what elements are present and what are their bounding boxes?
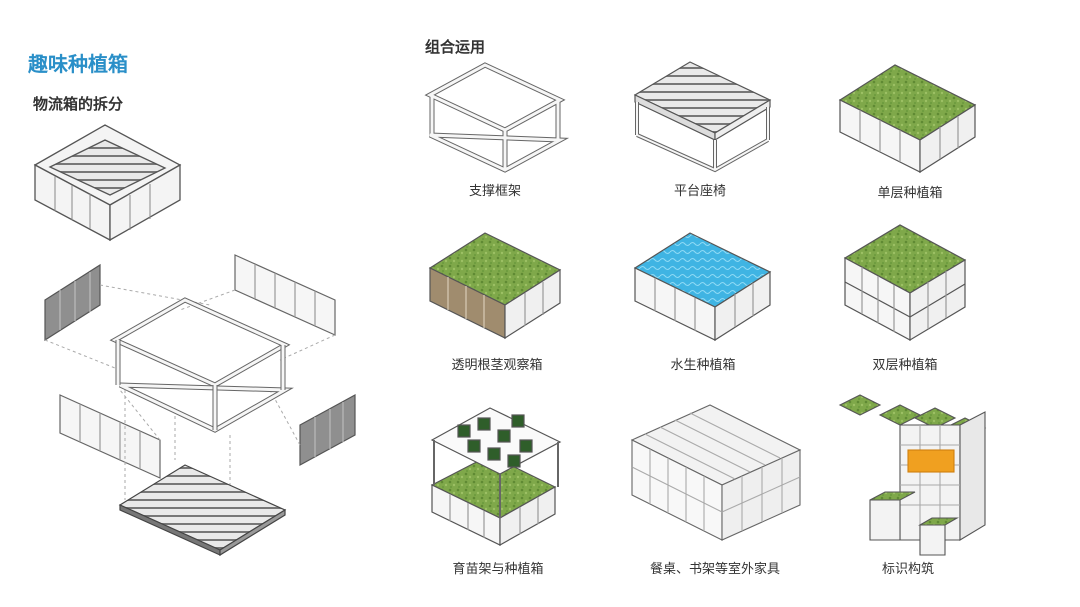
group-title: 组合运用: [425, 38, 486, 56]
caption-support-frame: 支撑框架: [468, 184, 522, 199]
caption-single-planter: 单层种植箱: [877, 186, 943, 201]
caption-signage-structure: 标识构筑: [881, 562, 935, 577]
item-root-observation: [428, 232, 562, 340]
caption-outdoor-furniture: 餐桌、书架等室外家具: [649, 562, 781, 577]
item-signage-structure: [838, 394, 987, 556]
caption-platform-seat: 平台座椅: [673, 184, 727, 199]
assembled-box: [33, 124, 182, 242]
item-nursery-rack: [430, 407, 562, 547]
side-panel-back: [234, 254, 336, 336]
item-double-planter: [843, 224, 967, 342]
side-panel-front: [59, 394, 161, 479]
side-panel-left: [44, 263, 101, 342]
caption-aquatic-planter: 水生种植箱: [670, 358, 736, 373]
item-support-frame: [424, 62, 570, 173]
item-outdoor-furniture: [630, 404, 802, 541]
support-frame-exploded: [109, 297, 294, 433]
item-aquatic-planter: [633, 232, 772, 342]
base-grid-panel: [118, 464, 287, 557]
caption-nursery-rack: 育苗架与种植箱: [452, 562, 544, 577]
page-title: 趣味种植箱: [28, 52, 128, 76]
item-single-planter: [838, 64, 977, 174]
item-platform-seat: [633, 61, 772, 173]
side-panel-right: [299, 393, 356, 467]
section-subtitle: 物流箱的拆分: [33, 95, 124, 113]
caption-double-planter: 双层种植箱: [872, 358, 938, 373]
caption-root-observation: 透明根茎观察箱: [451, 358, 543, 373]
